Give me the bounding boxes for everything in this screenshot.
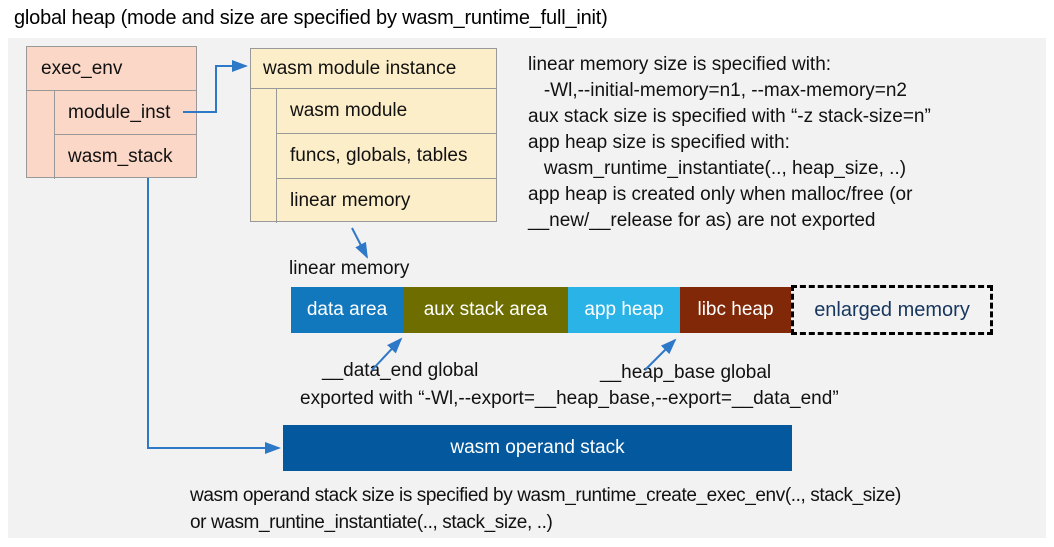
segment-data-area: data area: [291, 287, 403, 333]
wasm-module-instance-label: wasm module instance: [251, 49, 496, 89]
note-line: app heap is created only when malloc/fre…: [528, 184, 913, 205]
wasm-operand-stack-bar: wasm operand stack: [283, 425, 792, 471]
exec-env-label: exec_env: [27, 47, 196, 91]
segment-enlarged-memory: enlarged memory: [791, 285, 993, 335]
linear-memory-bar-title: linear memory: [289, 258, 410, 279]
page-title: global heap (mode and size are specified…: [14, 7, 608, 29]
segment-libc-heap: libc heap: [680, 287, 791, 333]
note-line: linear memory size is specified with:: [528, 54, 832, 75]
notes-bottom: wasm operand stack size is specified by …: [190, 482, 901, 536]
segment-app-heap: app heap: [568, 287, 680, 333]
diagram-canvas: exec_env module_inst wasm_stack wasm mod…: [8, 38, 1046, 538]
note-line: app heap size is specified with:: [528, 132, 790, 153]
heap-base-global-label: __heap_base global: [600, 362, 772, 383]
wasm-stack-box: wasm_stack: [54, 135, 196, 179]
notes-right: linear memory size is specified with: -W…: [528, 52, 931, 234]
note-line: aux stack size is specified with “-z sta…: [528, 106, 931, 127]
funcs-globals-tables-box: funcs, globals, tables: [276, 134, 496, 179]
note-line: or wasm_runtine_instantiate(.., stack_si…: [190, 512, 553, 533]
wasm-module-instance-box: wasm module instance wasm module funcs, …: [250, 48, 497, 223]
note-line: -Wl,--initial-memory=n1, --max-memory=n2: [528, 80, 907, 101]
module-inst-box: module_inst: [54, 91, 196, 135]
segment-aux-stack-area: aux stack area: [403, 287, 568, 333]
exported-with-label: exported with “-Wl,--export=__heap_base,…: [300, 388, 839, 409]
note-line: __new/__release for as) are not exported: [528, 210, 876, 231]
note-line: wasm_runtime_instantiate(.., heap_size, …: [528, 158, 907, 179]
exec-env-box: exec_env module_inst wasm_stack: [26, 46, 197, 179]
data-end-global-label: __data_end global: [322, 360, 479, 381]
wasm-module-box: wasm module: [276, 89, 496, 134]
arrow-linear-memory-to-bar-label: [351, 227, 368, 259]
note-line: wasm operand stack size is specified by …: [190, 485, 901, 506]
linear-memory-box: linear memory: [276, 179, 496, 223]
